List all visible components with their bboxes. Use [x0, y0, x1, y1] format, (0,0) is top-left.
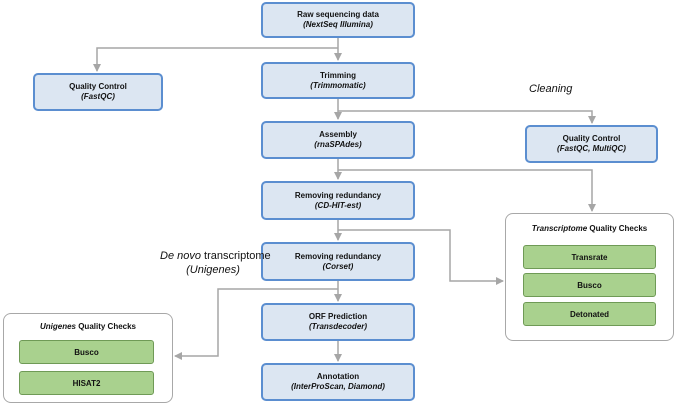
assembly-title: Assembly	[319, 130, 357, 139]
annotation-box: Annotation (InterProScan, Diamond)	[261, 363, 415, 401]
transcriptome-title-rest: Quality Checks	[587, 224, 648, 233]
redundancy2-title: Removing redundancy	[294, 251, 382, 261]
raw-title: Raw sequencing data	[297, 10, 379, 19]
redundancy1-sub: (CD-HIT-est)	[314, 200, 362, 210]
qc-left-sub: (FastQC)	[81, 92, 115, 101]
trimming-title: Trimming	[319, 70, 356, 80]
transrate-check: Transrate	[523, 245, 656, 269]
hisat2-check: HISAT2	[19, 371, 154, 395]
transcriptome-title-italic: Transcriptome	[531, 224, 588, 233]
unigenes-title-rest: Quality Checks	[75, 322, 137, 331]
raw-sub: (NextSeq Illumina)	[303, 20, 373, 29]
assembly-sub: (rnaSPAdes)	[314, 140, 362, 149]
qc-left-title: Quality Control	[69, 82, 127, 91]
orf-title: ORF Prediction	[308, 312, 368, 321]
transcriptome-checks-title: Transcriptome Quality Checks	[506, 224, 673, 233]
qc-left-box: Quality Control (FastQC)	[33, 73, 163, 111]
qc-right-title: Quality Control	[562, 134, 621, 143]
qc-right-sub: (FastQC, MultiQC)	[557, 144, 626, 153]
orf-sub: (Transdecoder)	[308, 322, 368, 331]
unigenes-title-italic: Unigenes	[39, 322, 76, 331]
denovo-rest: transcriptome	[200, 250, 271, 262]
assembly-box: Assembly (rnaSPAdes)	[261, 121, 415, 159]
arrow-trimming-to-qc-right	[338, 110, 596, 124]
arrow-raw-to-qc-left	[93, 47, 338, 72]
arrow-redundancy2-to-unigenes-checks	[174, 288, 338, 360]
arrow-redundancy1-to-transcriptome-checks	[338, 229, 504, 285]
redundancy2-sub: (Corset)	[322, 261, 354, 271]
unigenes-checks-panel: Unigenes Quality Checks Busco HISAT2	[3, 313, 173, 403]
detonated-check: Detonated	[523, 302, 656, 326]
denovo-italic: De novo	[160, 250, 201, 262]
trimming-sub: (Trimmomatic)	[310, 80, 366, 90]
annotation-sub: (InterProScan, Diamond)	[291, 382, 385, 391]
transcriptome-checks-panel: Transcriptome Quality Checks Transrate B…	[505, 213, 674, 341]
arrow-assembly-to-transcriptome-checks	[338, 169, 596, 212]
cleaning-label: Cleaning	[529, 83, 573, 95]
raw-sequencing-box: Raw sequencing data (NextSeq Illumina)	[261, 2, 415, 38]
busco-check-transcriptome: Busco	[523, 273, 656, 297]
denovo-label: De novo transcriptome (Unigenes)	[160, 249, 271, 277]
unigenes-checks-title: Unigenes Quality Checks	[4, 322, 172, 331]
trimming-box: Trimming (Trimmomatic)	[261, 62, 415, 99]
redundancy-corset-box: Removing redundancy (Corset)	[261, 242, 415, 281]
unigenes-label: (Unigenes)	[186, 264, 240, 276]
orf-prediction-box: ORF Prediction (Transdecoder)	[261, 303, 415, 341]
redundancy-cdhit-box: Removing redundancy (CD-HIT-est)	[261, 181, 415, 220]
qc-right-box: Quality Control (FastQC, MultiQC)	[525, 125, 658, 163]
redundancy1-title: Removing redundancy	[294, 190, 382, 200]
busco-check-unigenes: Busco	[19, 340, 154, 364]
annotation-title: Annotation	[316, 372, 360, 381]
